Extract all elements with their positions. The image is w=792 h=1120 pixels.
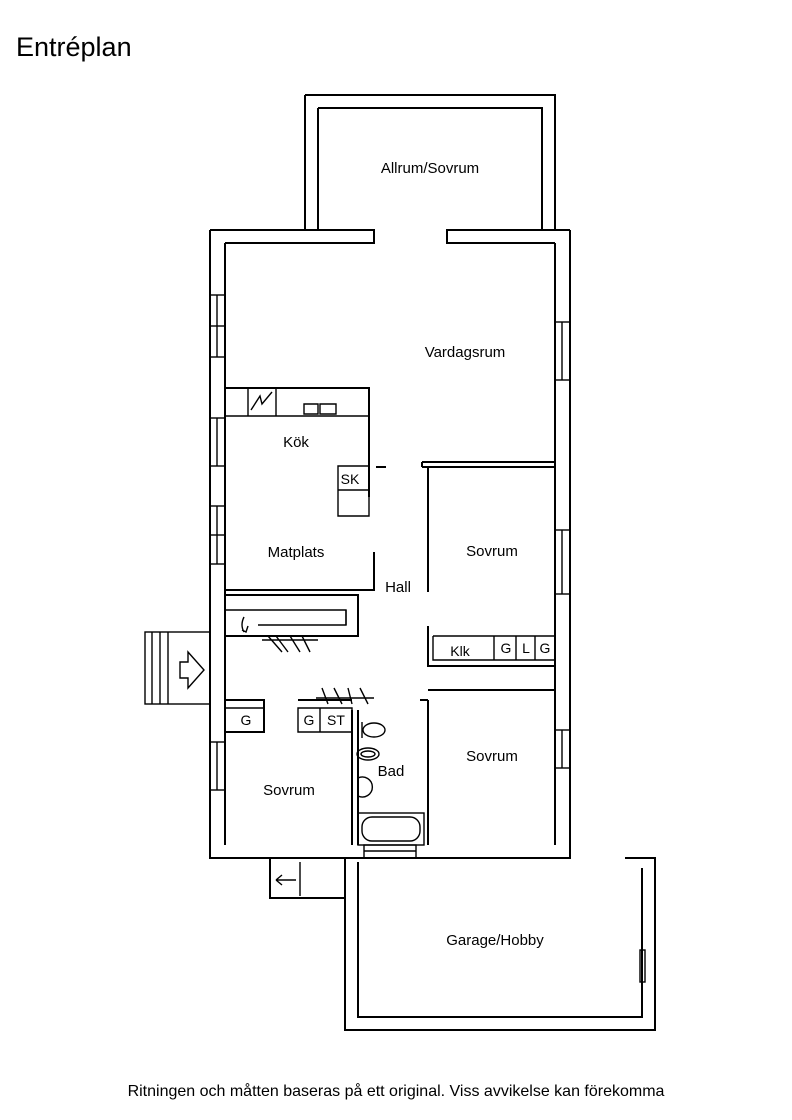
room-matplats: Matplats: [268, 544, 325, 561]
label-g-bedroom: G: [241, 712, 252, 728]
page-title: Entréplan: [16, 32, 132, 62]
windows: [209, 294, 646, 983]
label-g-wardrobe-1: G: [501, 640, 512, 656]
interior-walls: [225, 387, 555, 845]
stair-arrow-icon: [241, 616, 249, 633]
room-kok: Kök: [283, 434, 309, 451]
room-vardagsrum: Vardagsrum: [425, 344, 506, 361]
room-hall: Hall: [385, 579, 411, 596]
room-sovrum-lower-left: Sovrum: [263, 782, 315, 799]
label-g-bath: G: [304, 712, 315, 728]
room-allrum: Allrum/Sovrum: [381, 160, 479, 177]
bathtub-icon: [357, 812, 425, 846]
room-sovrum-upper-right: Sovrum: [466, 543, 518, 560]
disclaimer-note: Ritningen och måtten baseras på ett orig…: [127, 1083, 665, 1100]
room-bad: Bad: [378, 763, 405, 780]
label-sk: SK: [341, 471, 360, 487]
fixture-labels: SK Klk G L G G G ST: [241, 471, 551, 728]
stove-icon: [250, 391, 273, 411]
label-g-wardrobe-2: G: [540, 640, 551, 656]
label-l: L: [522, 640, 530, 656]
garage-stair-arrow-icon: [275, 874, 296, 886]
room-garage: Garage/Hobby: [446, 932, 544, 949]
entrance-arrow-icon: [179, 650, 205, 690]
outer-walls: [209, 94, 656, 1031]
door-marks: [262, 635, 374, 705]
entrance-steps: [144, 631, 211, 705]
room-labels: Allrum/Sovrum Vardagsrum Kök Matplats Ha…: [263, 160, 544, 949]
label-klk: Klk: [450, 643, 470, 659]
wc-icon: [361, 722, 386, 738]
sink-icon: [356, 747, 380, 798]
room-sovrum-lower-right: Sovrum: [466, 748, 518, 765]
label-st: ST: [327, 712, 345, 728]
